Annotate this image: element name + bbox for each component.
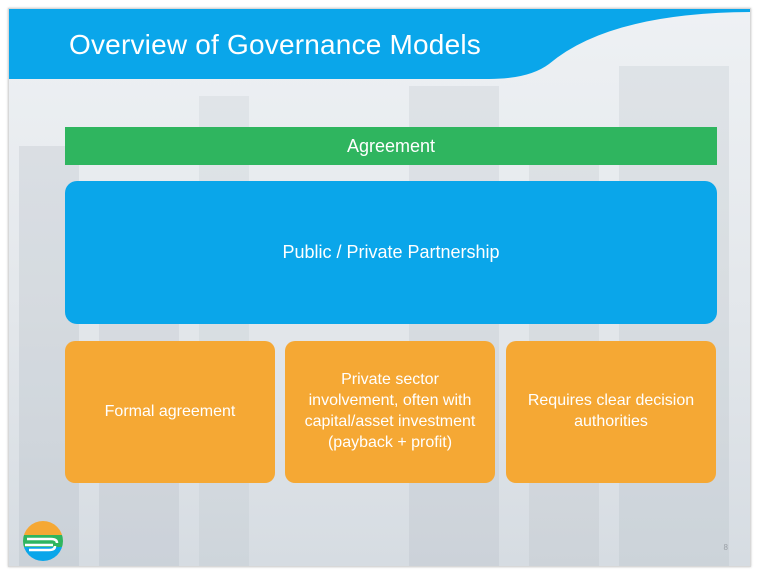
agreement-bar: Agreement — [65, 127, 717, 165]
slide-number: 8 — [723, 543, 728, 552]
partnership-label: Public / Private Partnership — [282, 242, 500, 262]
background-building — [199, 96, 249, 566]
decision-authorities-box: Requires clear decision authorities — [506, 341, 716, 483]
background-building — [409, 86, 499, 566]
circular-logo-icon — [23, 521, 63, 561]
agreement-label: Agreement — [346, 135, 436, 156]
private-sector-label: Private sector involvement, often with c… — [304, 371, 476, 451]
private-sector-box: Private sector involvement, often with c… — [285, 341, 495, 483]
formal-agreement-label: Formal agreement — [104, 402, 236, 420]
slide: Overview of Governance Models Agreement … — [8, 8, 751, 567]
header-band — [9, 9, 750, 79]
partnership-box: Public / Private Partnership — [65, 181, 717, 324]
formal-agreement-box: Formal agreement — [65, 341, 275, 483]
slide-title: Overview of Governance Models — [69, 29, 481, 60]
decision-authorities-label: Requires clear decision authorities — [527, 392, 695, 430]
